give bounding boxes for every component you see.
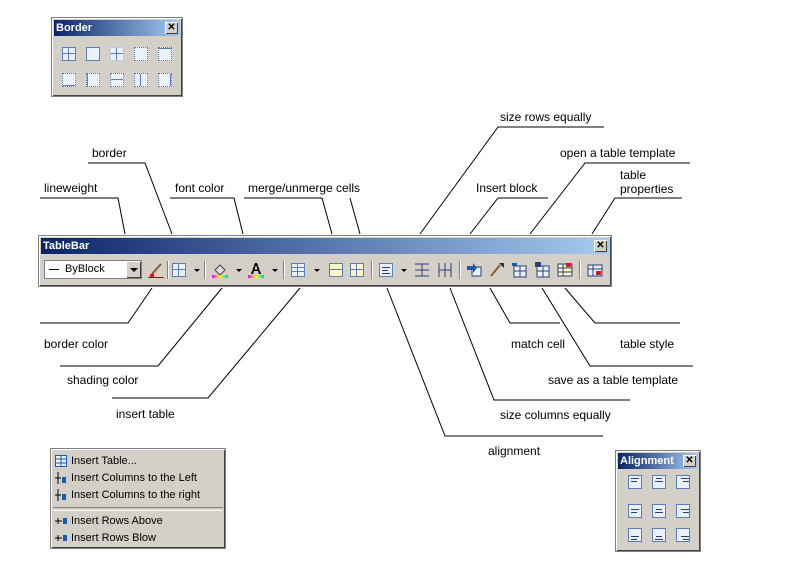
align-top-right-icon[interactable]	[676, 475, 690, 489]
callout-border-color: border color	[44, 337, 109, 351]
callout-border: border	[92, 146, 127, 160]
chevron-down-icon[interactable]	[272, 269, 278, 272]
border-all-icon[interactable]	[62, 47, 76, 61]
toolbar-separator	[204, 261, 206, 279]
close-icon[interactable]: ✕	[165, 22, 178, 34]
callout-insert-block: Insert block	[476, 181, 538, 195]
border-top-icon[interactable]	[158, 47, 172, 61]
border-right-icon[interactable]	[158, 73, 172, 87]
border-none-icon[interactable]	[134, 47, 148, 61]
callout-merge-unmerge: merge/unmerge cells	[248, 181, 361, 195]
border-palette-titlebar: Border ✕	[54, 20, 180, 36]
alignment-icon[interactable]	[379, 263, 393, 277]
insert-row-icon	[55, 535, 67, 541]
chevron-down-icon[interactable]	[126, 261, 141, 278]
line-sample-icon	[49, 269, 59, 270]
align-middle-left-icon[interactable]	[628, 504, 642, 518]
toolbar-separator	[371, 261, 373, 279]
tablebar-toolbar: TableBar ✕ ByBlock	[38, 235, 612, 287]
align-top-left-icon[interactable]	[628, 475, 642, 489]
size-rows-equally-icon[interactable]	[414, 262, 430, 278]
table-properties-icon[interactable]	[587, 262, 603, 278]
border-inside-icon[interactable]	[110, 47, 124, 61]
unmerge-cells-icon[interactable]	[350, 263, 364, 277]
tablebar-titlebar: TableBar ✕	[41, 238, 609, 254]
align-middle-center-icon[interactable]	[652, 504, 666, 518]
border-palette: Border ✕	[51, 17, 183, 97]
border-palette-title: Border	[56, 22, 93, 34]
menu-item-label: Insert Columns to the right	[71, 489, 201, 501]
insert-column-icon	[55, 472, 66, 484]
callout-size-columns: size columns equally	[500, 408, 611, 422]
callout-font-color: font color	[175, 181, 225, 195]
menu-item-label: Insert Rows Above	[71, 515, 163, 527]
insert-row-icon	[55, 518, 67, 524]
insert-context-menu: Insert Table... Insert Columns to the Le…	[50, 448, 226, 549]
align-middle-right-icon[interactable]	[676, 504, 690, 518]
callout-save-template: save as a table template	[548, 373, 679, 387]
callout-lineweight: lineweight	[44, 181, 98, 195]
border-bottom-icon[interactable]	[62, 73, 76, 87]
alignment-palette: Alignment ✕	[615, 450, 701, 552]
open-table-template-icon[interactable]	[511, 262, 527, 278]
menu-separator	[53, 507, 223, 511]
alignment-palette-titlebar: Alignment ✕	[618, 453, 698, 469]
callout-shading-color: shading color	[67, 373, 139, 387]
align-top-center-icon[interactable]	[652, 475, 666, 489]
save-table-template-icon[interactable]	[534, 262, 550, 278]
align-bottom-center-icon[interactable]	[652, 528, 666, 542]
lineweight-value: ByBlock	[65, 263, 105, 275]
border-left-icon[interactable]	[86, 73, 100, 87]
callout-size-rows: size rows equally	[500, 110, 592, 124]
menu-item-label: Insert Columns to the Left	[71, 472, 197, 484]
insert-table-icon[interactable]	[291, 263, 305, 277]
toolbar-separator	[283, 261, 285, 279]
insert-column-icon	[55, 489, 66, 501]
merge-cells-icon[interactable]	[329, 263, 343, 277]
insert-block-icon[interactable]	[466, 262, 482, 278]
toolbar-separator	[459, 261, 461, 279]
chevron-down-icon[interactable]	[236, 269, 242, 272]
tablebar-title: TableBar	[43, 240, 90, 252]
match-cell-icon[interactable]	[489, 262, 505, 278]
callout-table-style: table style	[620, 337, 675, 351]
menu-item-label: Insert Table...	[71, 455, 137, 467]
close-icon[interactable]: ✕	[683, 455, 696, 467]
insert-table-icon	[55, 455, 67, 467]
font-color-icon[interactable]	[248, 262, 264, 278]
toolbar-separator	[167, 261, 169, 279]
menu-item-label: Insert Rows Blow	[71, 532, 156, 544]
border-vertical-icon[interactable]	[134, 73, 148, 87]
callout-match-cell: match cell	[511, 337, 566, 351]
paintbrush-icon[interactable]	[148, 262, 164, 278]
callout-open-template: open a table template	[560, 146, 676, 160]
chevron-down-icon[interactable]	[314, 269, 320, 272]
lineweight-select[interactable]: ByBlock	[44, 260, 142, 279]
table-grid-icon[interactable]	[172, 263, 186, 277]
toolbar-separator	[579, 261, 581, 279]
callout-insert-table: insert table	[116, 407, 175, 421]
table-style-icon[interactable]	[557, 262, 573, 278]
callout-alignment: alignment	[488, 444, 541, 458]
align-bottom-right-icon[interactable]	[676, 528, 690, 542]
align-bottom-left-icon[interactable]	[628, 528, 642, 542]
close-icon[interactable]: ✕	[594, 240, 607, 252]
chevron-down-icon[interactable]	[194, 269, 200, 272]
paint-bucket-icon[interactable]	[212, 262, 228, 278]
chevron-down-icon[interactable]	[401, 269, 407, 272]
callout-table-properties: table properties	[620, 168, 674, 196]
border-horizontal-icon[interactable]	[110, 73, 124, 87]
border-outside-icon[interactable]	[86, 47, 100, 61]
size-columns-equally-icon[interactable]	[437, 262, 453, 278]
alignment-palette-title: Alignment	[620, 455, 674, 467]
